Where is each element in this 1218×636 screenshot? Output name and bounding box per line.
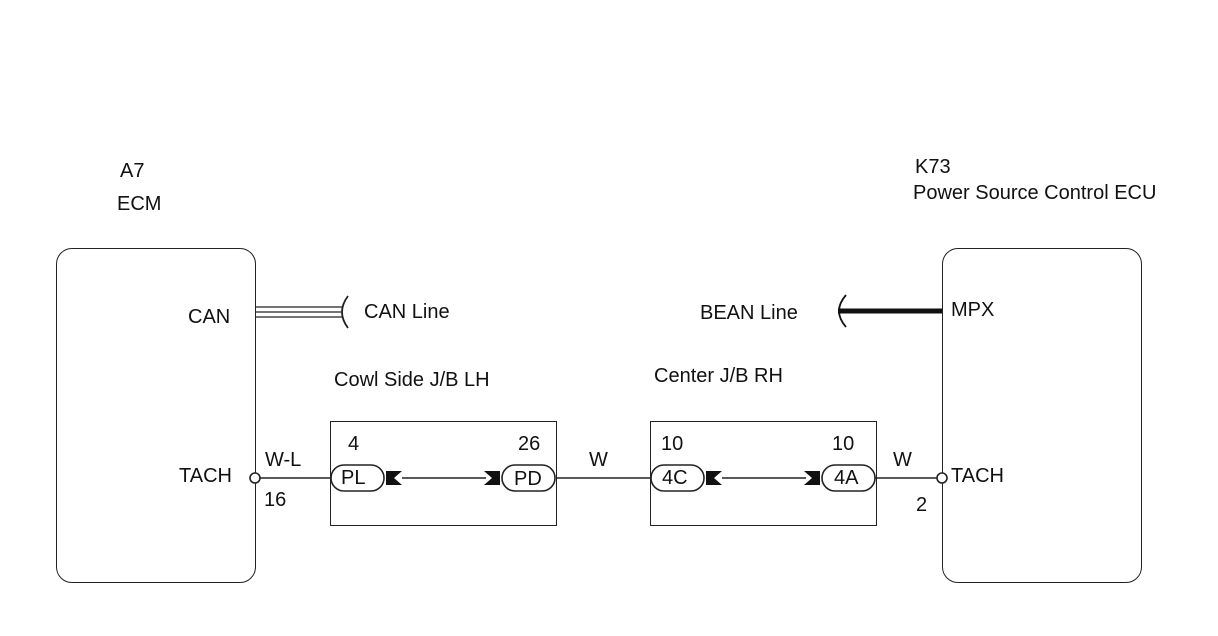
power-ecu-name: Power Source Control ECU [913,182,1157,204]
ecu-tach-terminal [936,472,948,484]
can-line-wires [255,295,349,329]
cowl-side-jb-title: Cowl Side J/B LH [334,369,490,391]
ecm-tach-pin-number: 16 [264,489,287,511]
cowl-jb-left-pin: 4 [348,433,360,455]
connector-4a-label: 4A [834,467,859,489]
bean-line-wire [838,294,942,328]
power-ecu-tach-pin-number: 2 [916,494,928,516]
ecm-tach-pin: TACH [179,465,232,487]
power-ecu-code: K73 [915,156,951,178]
connector-4c [650,464,722,492]
cowl-jb-right-pin: 26 [518,433,541,455]
can-line-label: CAN Line [364,301,450,323]
connector-pl-label: PL [341,467,366,489]
ecm-tach-terminal [249,472,261,484]
wire-color-ecm: W-L [265,449,302,471]
connector-pd [484,464,556,492]
wire-color-ecu: W [893,449,912,471]
connector-pl [330,464,402,492]
power-ecu-tach-pin: TACH [951,465,1004,487]
wire-color-between-jb: W [589,449,608,471]
ecm-box [56,248,256,583]
bean-line-label: BEAN Line [700,302,798,324]
power-source-ecu-box [942,248,1142,583]
connector-4a [804,464,876,492]
center-jb-right-pin: 10 [832,433,855,455]
power-ecu-mpx-pin: MPX [951,299,995,321]
connector-4c-label: 4C [662,467,688,489]
connector-pd-label: PD [514,468,542,490]
ecm-can-pin: CAN [188,306,231,328]
ecm-code: A7 [120,160,145,182]
center-jb-title: Center J/B RH [654,365,783,387]
center-jb-left-pin: 10 [661,433,684,455]
ecm-name: ECM [117,193,162,215]
